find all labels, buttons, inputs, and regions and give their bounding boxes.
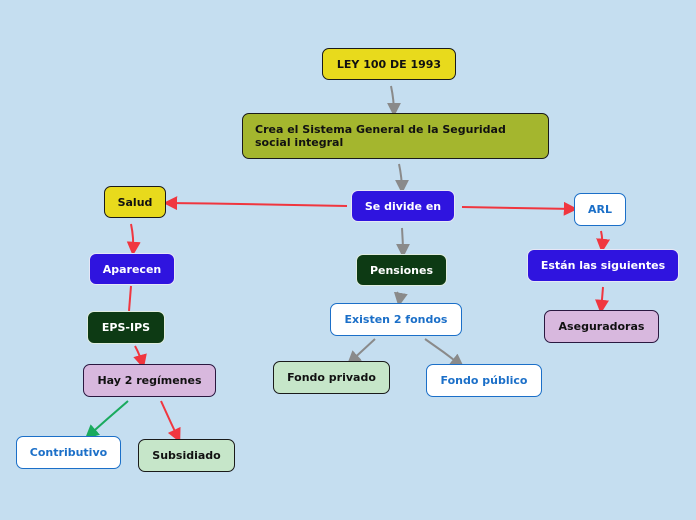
link-aparecen-eps (128, 285, 132, 312)
link-divide-arl (461, 201, 578, 216)
node-contributivo[interactable]: Contributivo (16, 436, 121, 469)
node-eps-ips[interactable]: EPS-IPS (87, 311, 165, 344)
link-arl-siguientes (596, 230, 611, 253)
node-salud[interactable]: Salud (104, 186, 166, 218)
link-regimenes-contributivo (84, 400, 129, 439)
link-divide-salud (163, 196, 348, 211)
node-crea-sistema[interactable]: Crea el Sistema General de la Seguridad … (242, 113, 549, 159)
link-siguientes-aseguradoras (595, 286, 609, 314)
node-subsidiado[interactable]: Subsidiado (138, 439, 235, 472)
link-pensiones-fondos (393, 291, 408, 307)
link-fondos-privado (346, 338, 376, 365)
link-regimenes-subsidiado (160, 400, 181, 443)
node-estan-las-siguientes[interactable]: Están las siguientes (527, 249, 679, 282)
node-fondo-publico[interactable]: Fondo público (426, 364, 542, 397)
link-crea-divide (394, 163, 409, 194)
node-pensiones[interactable]: Pensiones (356, 254, 447, 286)
node-aparecen[interactable]: Aparecen (89, 253, 175, 285)
node-aseguradoras[interactable]: Aseguradoras (544, 310, 659, 343)
link-salud-aparecen (126, 223, 141, 256)
node-existen-2-fondos[interactable]: Existen 2 fondos (330, 303, 462, 336)
node-fondo-privado[interactable]: Fondo privado (273, 361, 390, 394)
node-ley-100[interactable]: LEY 100 DE 1993 (322, 48, 456, 80)
node-se-divide-en[interactable]: Se divide en (351, 190, 455, 222)
link-divide-pensiones (395, 227, 410, 258)
node-arl[interactable]: ARL (574, 193, 626, 226)
node-hay-2-regimenes[interactable]: Hay 2 regímenes (83, 364, 216, 397)
link-eps-regimenes (133, 345, 147, 369)
link-fondos-publico (424, 338, 465, 368)
link-ley-crea (386, 85, 401, 117)
